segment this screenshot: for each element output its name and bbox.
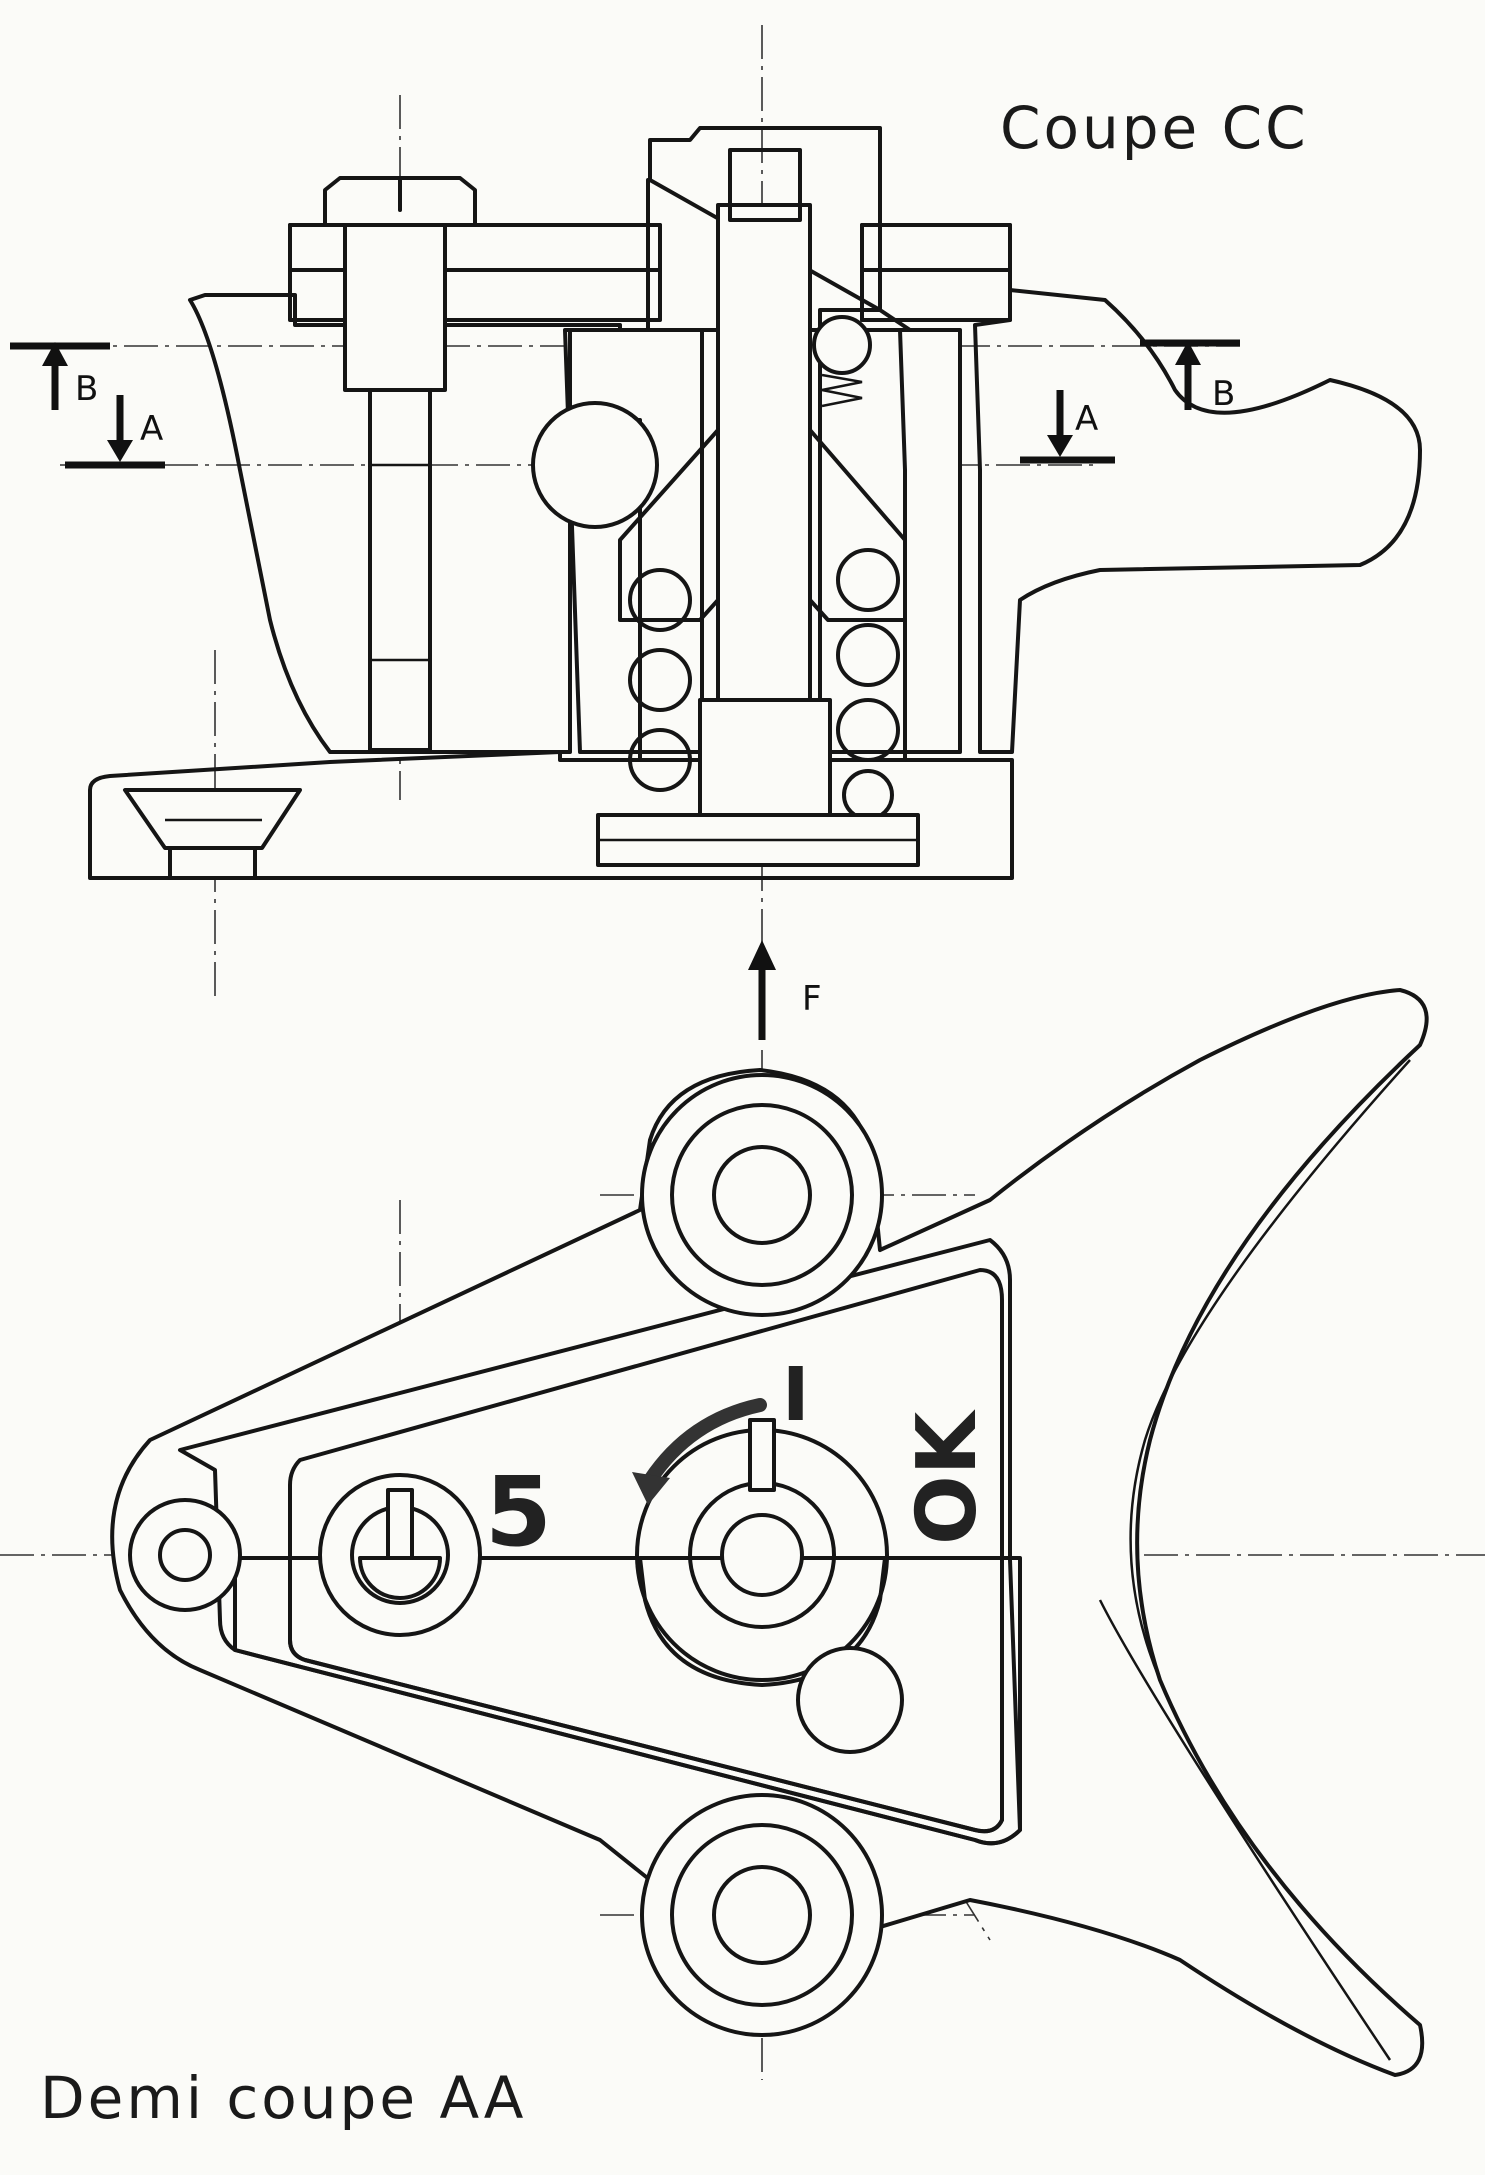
- bottom-lug-hole: [712, 1865, 812, 1965]
- rotation-arrow: [643, 1398, 767, 1487]
- cam-hub-bore: [720, 1513, 804, 1597]
- cut-label-b-left: B: [75, 369, 98, 409]
- base-plate: [88, 750, 1014, 880]
- shaft-thread: [728, 148, 802, 222]
- half-section-aa-view: 5 I OK: [0, 988, 1485, 2080]
- view-label-f: F: [802, 979, 822, 1019]
- shaft-foot: [698, 698, 832, 827]
- detent-ball: [531, 401, 659, 529]
- screw-shank: [368, 388, 432, 752]
- cut-label-a-right: A: [1075, 399, 1098, 439]
- cut-label-a-left: A: [140, 409, 163, 449]
- top-lug-hole: [712, 1145, 812, 1245]
- dial-mark-5: 5: [485, 1456, 552, 1568]
- spring-ball: [812, 315, 872, 375]
- central-bushing: [648, 126, 912, 762]
- section-cc-title: Coupe CC: [1000, 94, 1309, 162]
- cut-marker-a-right: A: [1020, 390, 1115, 464]
- cut-marker-a-left: A: [65, 395, 165, 469]
- cover-top-right: [860, 223, 1012, 272]
- view-arrow-f: F: [748, 940, 822, 1040]
- dial-mark-ok: OK: [900, 1408, 995, 1545]
- spring-coils: [628, 548, 900, 821]
- dial-mark-1: I: [782, 1352, 810, 1438]
- screw-hex: [343, 223, 447, 392]
- detent-ball-view: [796, 1646, 904, 1754]
- cover-plate-right: [860, 223, 1012, 322]
- cone-right: [808, 428, 907, 622]
- small-spring: [821, 373, 863, 408]
- panel-hatch: [288, 1556, 1004, 1834]
- body-right: [973, 288, 1422, 754]
- cut-marker-b-right: B: [1140, 339, 1240, 414]
- lever-inner-edge: [1129, 1059, 1411, 1681]
- countersink-bore: [168, 846, 257, 880]
- rotation-arrow-head: [632, 1472, 670, 1505]
- cut-label-b-right: B: [1212, 374, 1235, 414]
- left-bushing-wall: [568, 178, 704, 762]
- screw-slot-view: [386, 1488, 414, 1560]
- cut-marker-b-left: B: [10, 342, 110, 410]
- section-cc-view: B A A B: [10, 25, 1422, 1000]
- cone-left: [618, 428, 720, 622]
- lever-inner-edge-2: [1098, 1599, 1392, 2061]
- screw-section: [358, 1556, 442, 1600]
- half-section-hatch: [233, 1556, 1022, 1846]
- cam-section: [638, 1556, 887, 1687]
- left-pivot-hole: [158, 1528, 212, 1582]
- dial-pointer-slot: [748, 1418, 776, 1492]
- half-section-aa-title: Demi coupe AA: [40, 2064, 526, 2132]
